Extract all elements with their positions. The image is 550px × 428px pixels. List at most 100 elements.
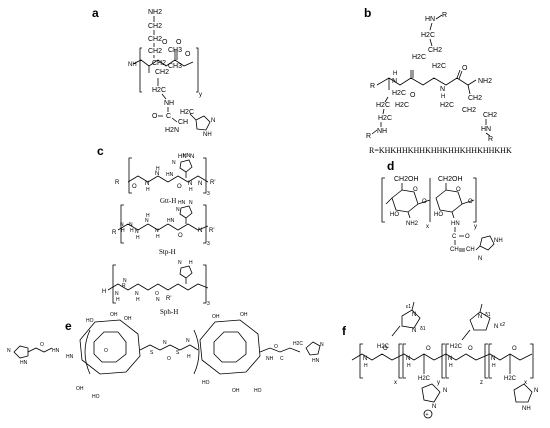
atom-label: H2C: [377, 344, 390, 350]
atom-label: NH: [522, 406, 531, 412]
atom-label: N: [129, 222, 133, 228]
atom-label: O: [40, 342, 44, 348]
atom-label: HN: [425, 16, 435, 23]
atom-label: N: [432, 404, 436, 410]
atom-label: H2C: [392, 90, 406, 97]
atom-label: H: [116, 297, 120, 303]
atom-label: N: [534, 388, 538, 394]
atom-label: HO: [254, 388, 262, 394]
atom-label: R: [115, 180, 120, 186]
panel-a: a NH2 CH2 CH2 CH2 CH2 CH3 CH2 CH3 O O O …: [92, 6, 215, 138]
atom-label: δ1: [485, 312, 491, 318]
panel-d: d CH2OH CH2OH O O O HO O HO NH2 x y HN C…: [381, 159, 503, 262]
atom-label: N: [176, 207, 180, 213]
subscript: y: [437, 380, 440, 386]
atom-label: O: [178, 233, 183, 239]
atom-label: N: [412, 312, 416, 318]
atom-label: O: [177, 184, 182, 190]
atom-label: N: [172, 160, 176, 166]
atom-label: ε1: [406, 304, 411, 310]
structure-stp-h: N H N H HN N N H R N H O N R' N H HN N 3…: [112, 200, 214, 256]
atom-label: H: [156, 166, 160, 172]
atom-label: CH2: [428, 47, 442, 54]
atom-label: OH: [76, 386, 84, 392]
atom-label: O: [162, 39, 168, 46]
atom-label: N: [178, 260, 182, 266]
atom-label: S: [150, 350, 154, 356]
atom-label: CH2: [155, 69, 169, 76]
atom-label: OH: [110, 312, 118, 318]
atom-label: CH2OH: [438, 176, 463, 183]
atom-label: H: [187, 354, 191, 360]
atom-label: CH2: [148, 48, 162, 55]
atom-label: H2C: [395, 102, 409, 109]
atom-label: O: [410, 92, 416, 99]
atom-label: H: [189, 260, 193, 266]
panel-letter-b: b: [364, 6, 371, 20]
atom-label: N: [135, 229, 139, 235]
atom-label: H2C: [432, 63, 446, 70]
atom-label: O: [512, 346, 517, 352]
atom-label: N: [440, 86, 445, 93]
atom-label: NH: [377, 128, 387, 135]
atom-label: R: [366, 133, 371, 140]
atom-label: N: [135, 291, 139, 297]
atom-label: H: [136, 235, 140, 241]
atom-label: NH: [128, 62, 137, 68]
atom-label: H: [146, 213, 150, 219]
atom-label: H: [189, 187, 193, 193]
atom-label: O: [185, 51, 191, 58]
atom-label: CH2: [148, 36, 162, 43]
atom-label: O: [456, 187, 461, 193]
atom-label: O: [468, 199, 473, 205]
atom-label: NH: [203, 132, 212, 138]
atom-label: CH2: [468, 95, 482, 102]
atom-label: H2C: [412, 54, 426, 61]
atom-label: H2C: [421, 32, 435, 39]
atom-label: HN: [66, 354, 74, 360]
atom-label: CH: [178, 119, 188, 126]
atom-label: O: [465, 234, 470, 240]
atom-label: H: [449, 363, 453, 369]
atom-label: N: [155, 171, 159, 177]
repeat-count: 3: [207, 301, 210, 307]
atom-label: HO: [92, 394, 100, 400]
structure-sph-h: N H R N H N H N H O N R' 3 Sph-H: [102, 260, 210, 316]
atom-label: HO: [390, 212, 399, 218]
atom-label: C: [166, 113, 171, 120]
atom-label: C: [280, 356, 284, 362]
atom-label: HN: [481, 126, 491, 133]
atom-label: H2C: [180, 109, 194, 116]
atom-label: O: [167, 356, 171, 362]
atom-label: CH2: [483, 112, 497, 119]
atom-label: N: [412, 328, 416, 334]
atom-label: N: [145, 218, 149, 224]
atom-label: HN: [451, 221, 460, 227]
atom-label: N: [406, 356, 410, 362]
atom-label: O: [132, 184, 137, 190]
atom-label: HN: [167, 218, 175, 224]
atom-label: S: [176, 350, 180, 356]
panel-letter-e: e: [65, 319, 72, 333]
atom-label: R': [209, 228, 214, 234]
atom-label: HN: [52, 348, 60, 354]
atom-label: H2N: [165, 127, 179, 134]
panel-b: b HN R H2C CH2 H2C H2C O NH2 R N H N H O…: [364, 6, 512, 155]
atom-label: HN: [312, 358, 320, 364]
atom-label: N: [188, 181, 192, 187]
atom-label: HN: [166, 172, 174, 178]
atom-label: CH2OH: [394, 176, 419, 183]
atom-label: H: [156, 234, 160, 240]
atom-label: N: [211, 118, 215, 124]
atom-label: R': [210, 180, 215, 186]
atom-label: N: [443, 388, 447, 394]
atom-label: HO: [202, 380, 210, 386]
atom-label: N: [145, 181, 149, 187]
subscript: x: [524, 380, 527, 386]
atom-label: N: [494, 324, 498, 330]
atom-label: N: [123, 278, 127, 284]
atom-label: H: [102, 289, 106, 295]
atom-label: H: [146, 187, 150, 193]
atom-label: H: [136, 297, 140, 303]
